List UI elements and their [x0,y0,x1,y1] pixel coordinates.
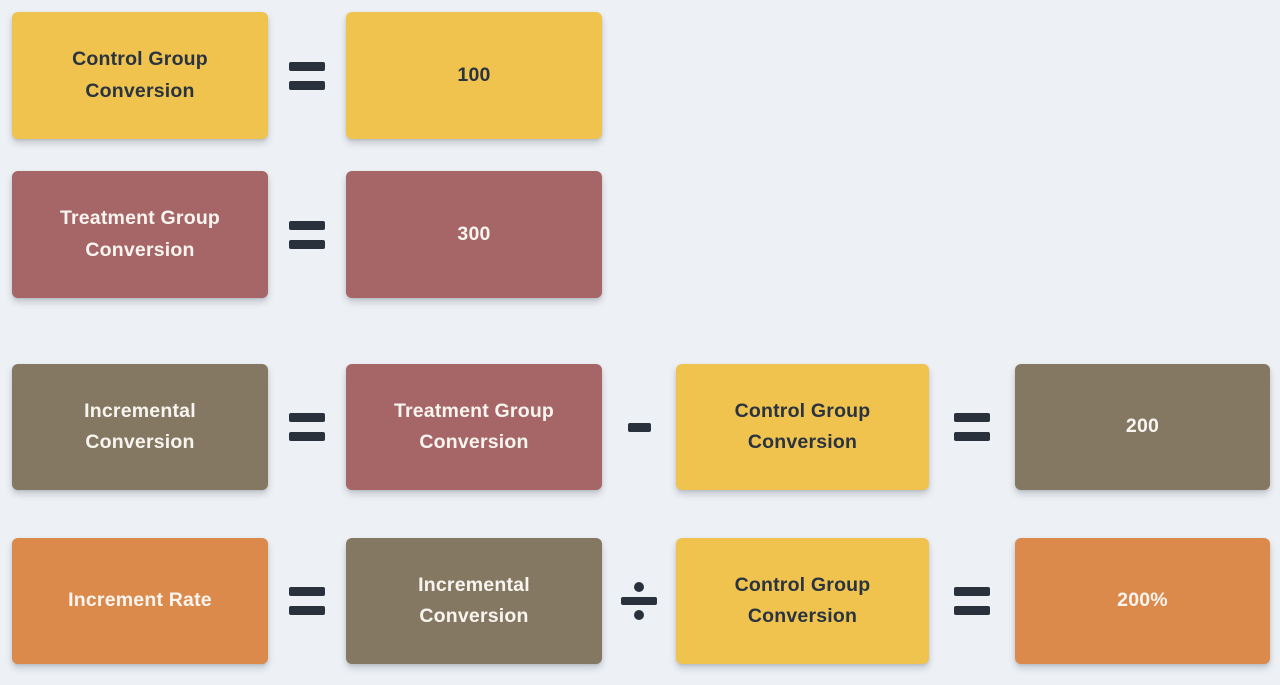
treatment-group-operand-box: Treatment Group Conversion [346,364,602,490]
row-treatment-group: Treatment Group Conversion 300 [12,171,1270,298]
treatment-group-operand-label: Treatment Group Conversion [393,399,555,453]
equals-icon [289,587,325,615]
row-control-group: Control Group Conversion 100 [12,12,1270,139]
incremental-conversion-value: 200 [1125,415,1160,438]
control-group-conversion-box: Control Group Conversion [12,12,268,139]
treatment-group-value-box: 300 [346,171,602,298]
equals-icon [954,587,990,615]
control-group-operand-box: Control Group Conversion [676,364,929,490]
incremental-conversion-label: Incremental Conversion [84,399,196,453]
control-group-operand-box: Control Group Conversion [676,538,929,664]
equals-icon [289,413,325,441]
row-increment-rate: Increment Rate Incremental Conversion Co… [12,538,1270,664]
incremental-conversion-operand-box: Incremental Conversion [346,538,602,664]
increment-rate-label: Increment Rate [68,589,212,612]
equals-icon [289,221,325,249]
control-group-operand-label: Control Group Conversion [734,573,871,627]
divide-icon [621,582,657,620]
equals-icon [954,413,990,441]
incremental-conversion-value-box: 200 [1015,364,1270,490]
incremental-conversion-box: Incremental Conversion [12,364,268,490]
control-group-conversion-label: Control Group Conversion [72,48,208,102]
treatment-group-conversion-label: Treatment Group Conversion [59,207,221,261]
row-incremental-conversion: Incremental Conversion Treatment Group C… [12,364,1270,490]
control-group-operand-label: Control Group Conversion [734,399,871,453]
increment-rate-value-box: 200% [1015,538,1270,664]
treatment-group-value: 300 [457,222,491,245]
treatment-group-conversion-box: Treatment Group Conversion [12,171,268,298]
control-group-value: 100 [457,63,491,86]
minus-icon [627,422,651,432]
incremental-conversion-operand-label: Incremental Conversion [418,573,530,627]
control-group-value-box: 100 [346,12,602,139]
equals-icon [289,62,325,90]
increment-rate-value: 200% [1117,589,1168,612]
increment-rate-box: Increment Rate [12,538,268,664]
